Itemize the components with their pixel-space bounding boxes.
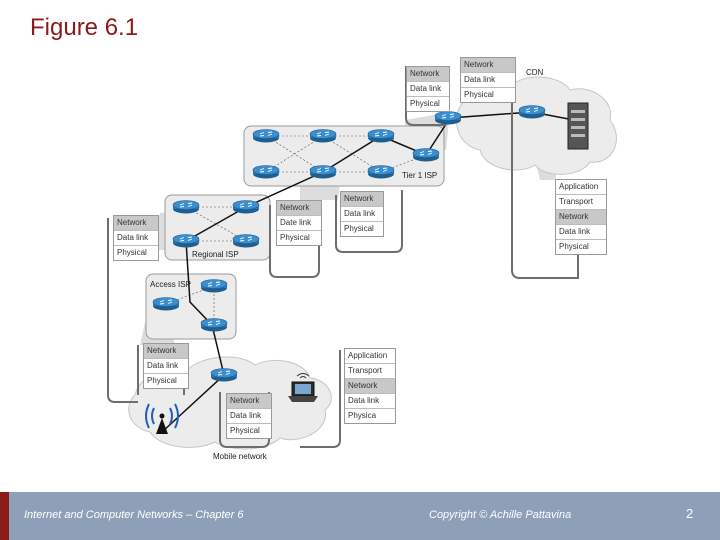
stack-layer: Application bbox=[556, 180, 606, 195]
stack-layer: Physica bbox=[345, 409, 395, 423]
mobile-network-label: Mobile network bbox=[213, 452, 267, 461]
stack-layer: Data link bbox=[461, 73, 515, 88]
stack-layer: Transport bbox=[345, 364, 395, 379]
page-number: 2 bbox=[686, 506, 694, 521]
server-stack: Application Transport Network Data link … bbox=[555, 179, 607, 255]
footer-course: Internet and Computer Networks – Chapter… bbox=[24, 509, 244, 521]
stack-layer: Physical bbox=[114, 246, 158, 260]
tier1-isp-label: Tier 1 ISP bbox=[402, 171, 438, 180]
stack-layer: Data link bbox=[345, 394, 395, 409]
footer-copyright: Copyright © Achille Pattavina bbox=[429, 509, 572, 521]
stack-layer: Date link bbox=[277, 216, 321, 231]
stack-layer: Data link bbox=[144, 359, 188, 374]
stack-layer: Network bbox=[345, 379, 395, 394]
laptop-icon bbox=[288, 373, 318, 402]
stack-layer: Application bbox=[345, 349, 395, 364]
stack-layer: Network bbox=[277, 201, 321, 216]
tier1-left-stack: Network Data link Physical bbox=[406, 66, 450, 112]
stack-layer: Physical bbox=[407, 97, 449, 111]
stack-layer: Data link bbox=[341, 207, 383, 222]
stack-layer: Network bbox=[407, 67, 449, 82]
tier1-right-stack: Network Data link Physical bbox=[340, 191, 384, 237]
stack-layer: Data link bbox=[556, 225, 606, 240]
regional-right-stack: Network Date link Physical bbox=[276, 200, 322, 246]
stack-layer: Physical bbox=[341, 222, 383, 236]
stack-layer: Data link bbox=[114, 231, 158, 246]
server-icon bbox=[567, 102, 589, 150]
regional-isp-label: Regional ISP bbox=[192, 250, 239, 259]
stack-layer: Physical bbox=[461, 88, 515, 102]
stack-layer: Network bbox=[114, 216, 158, 231]
stack-layer: Transport bbox=[556, 195, 606, 210]
mobile-router-stack: Network Data link Physical bbox=[226, 393, 272, 439]
cell-tower-icon bbox=[145, 403, 179, 434]
cdn-router-stack: Network Data link Physical bbox=[460, 57, 516, 103]
stack-layer: Network bbox=[341, 192, 383, 207]
stack-layer: Network bbox=[461, 58, 515, 73]
cdn-label: CDN bbox=[526, 68, 544, 77]
stack-layer: Network bbox=[227, 394, 271, 409]
stack-layer: Data link bbox=[407, 82, 449, 97]
stack-layer: Network bbox=[556, 210, 606, 225]
access-router-stack: Network Data link Physical bbox=[143, 343, 189, 389]
stack-layer: Data link bbox=[227, 409, 271, 424]
stack-layer: Network bbox=[144, 344, 188, 359]
footer-bar: Internet and Computer Networks – Chapter… bbox=[0, 492, 720, 540]
stack-layer: Physical bbox=[277, 231, 321, 245]
stack-layer: Physical bbox=[556, 240, 606, 254]
footer-accent bbox=[0, 492, 9, 540]
slide-title: Figure 6.1 bbox=[30, 14, 139, 41]
access-isp-label: Access ISP bbox=[150, 280, 191, 289]
data-path bbox=[161, 111, 575, 433]
laptop-stack: Application Transport Network Data link … bbox=[344, 348, 396, 424]
regional-left-stack: Network Data link Physical bbox=[113, 215, 159, 261]
stack-layer: Physical bbox=[144, 374, 188, 388]
stack-layer: Physical bbox=[227, 424, 271, 438]
